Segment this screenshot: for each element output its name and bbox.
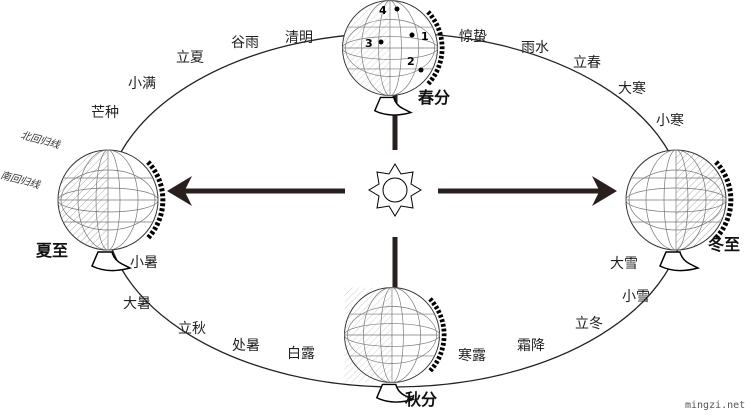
term-lixia: 立夏 xyxy=(176,50,204,66)
term-yushui: 雨水 xyxy=(521,40,549,56)
watermark: mingzi.net xyxy=(685,400,745,411)
point-markers: 4 1 3 2 xyxy=(365,4,429,73)
term-dashu: 大暑 xyxy=(123,296,151,312)
term-lidong: 立冬 xyxy=(575,316,603,332)
term-hanlu: 寒露 xyxy=(458,347,486,364)
label-winter-solstice: 冬至 xyxy=(708,235,740,254)
label-tropic-capricorn: 南回归线 xyxy=(0,169,42,191)
label-spring-equinox: 春分 xyxy=(417,88,450,107)
globe-icon-summer xyxy=(58,150,163,271)
globe-icon-autumn xyxy=(345,288,445,403)
term-lichun: 立春 xyxy=(573,55,601,71)
term-dahan: 大寒 xyxy=(618,80,646,97)
term-mangzhong: 芒种 xyxy=(91,105,119,121)
term-liqiu: 立秋 xyxy=(178,321,206,337)
globe-icon-winter xyxy=(626,150,731,271)
point-1: 1 xyxy=(421,30,429,43)
term-xiaoman: 小满 xyxy=(128,76,156,92)
term-xiaoshu: 小暑 xyxy=(130,255,158,271)
sun-icon xyxy=(368,163,422,217)
point-2: 2 xyxy=(407,55,415,68)
label-autumn-equinox: 秋分 xyxy=(405,390,437,409)
label-summer-solstice: 夏至 xyxy=(35,241,68,260)
term-daxue: 大雪 xyxy=(610,256,638,272)
term-bailu: 白露 xyxy=(287,346,315,362)
term-shuangjiang: 霜降 xyxy=(517,338,545,354)
point-4: 4 xyxy=(379,4,387,17)
point-3: 3 xyxy=(365,37,373,50)
term-xiaoxue: 小雪 xyxy=(622,289,650,305)
term-jingzhe: 惊蛰 xyxy=(459,29,487,45)
label-tropic-cancer: 北回归线 xyxy=(19,129,62,151)
term-guyu: 谷雨 xyxy=(231,35,259,51)
term-qingming: 清明 xyxy=(285,30,313,46)
term-chushu: 处暑 xyxy=(232,338,260,354)
term-xiaohan: 小寒 xyxy=(656,112,684,129)
